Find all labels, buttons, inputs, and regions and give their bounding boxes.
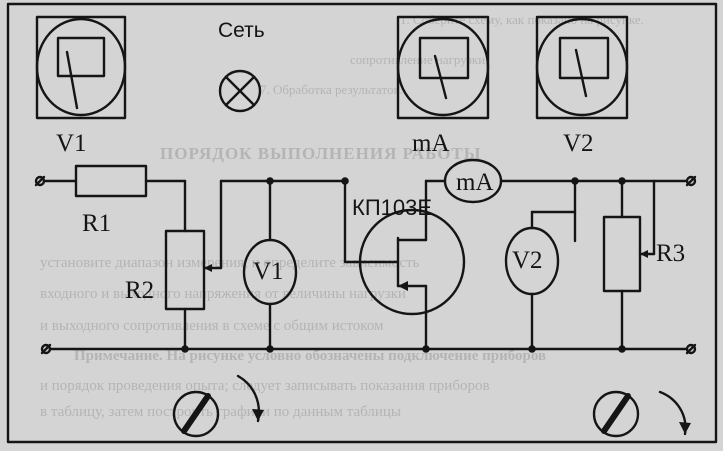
label-transistor: КП103Е: [352, 195, 433, 220]
background-body-5: и порядок проведения опыта; следует запи…: [40, 378, 490, 394]
resistor-r2: [164, 229, 206, 311]
label-v1-circuit: V1: [253, 258, 284, 285]
background-line-c: 7. Обработка результатов.: [260, 82, 403, 97]
outer-frame: [6, 2, 718, 444]
background-body-3: и выходного сопротивления в схеме с общи…: [40, 318, 384, 334]
voltmeter2-panel-meter: [535, 15, 629, 120]
resistor-r3: [602, 215, 642, 293]
knob-right: [592, 390, 640, 438]
label-v2-panel: V2: [563, 130, 594, 157]
label-v1-panel: V1: [56, 130, 87, 157]
label-r1: R1: [82, 210, 112, 237]
background-title: ПОРЯДОК ВЫПОЛНЕНИЯ РАБОТЫ: [160, 144, 482, 163]
mains-lamp: [218, 69, 262, 113]
output-terminal-bottom: [685, 343, 697, 355]
voltmeter1-panel-meter: [35, 15, 127, 120]
milliammeter-panel-meter: [396, 15, 490, 120]
resistor-r1: [74, 164, 148, 198]
background-body-6: в таблицу, затем построить графики по да…: [40, 404, 401, 420]
label-r3: R3: [656, 240, 686, 267]
label-mains: Сеть: [218, 19, 265, 42]
arrow-right-curve: [658, 390, 687, 436]
label-ma-circuit: mA: [456, 169, 494, 196]
background-body-1: установите диапазон измерения, и определ…: [40, 255, 420, 271]
output-terminal-top: [685, 175, 697, 187]
label-r2: R2: [125, 277, 155, 304]
label-ma-panel: mA: [412, 130, 450, 157]
background-body-2: входного и выходного напряжения от велич…: [40, 286, 406, 302]
transistor-kp103e: [358, 208, 466, 316]
label-v2-circuit: V2: [512, 247, 543, 274]
knob-left: [172, 390, 220, 438]
